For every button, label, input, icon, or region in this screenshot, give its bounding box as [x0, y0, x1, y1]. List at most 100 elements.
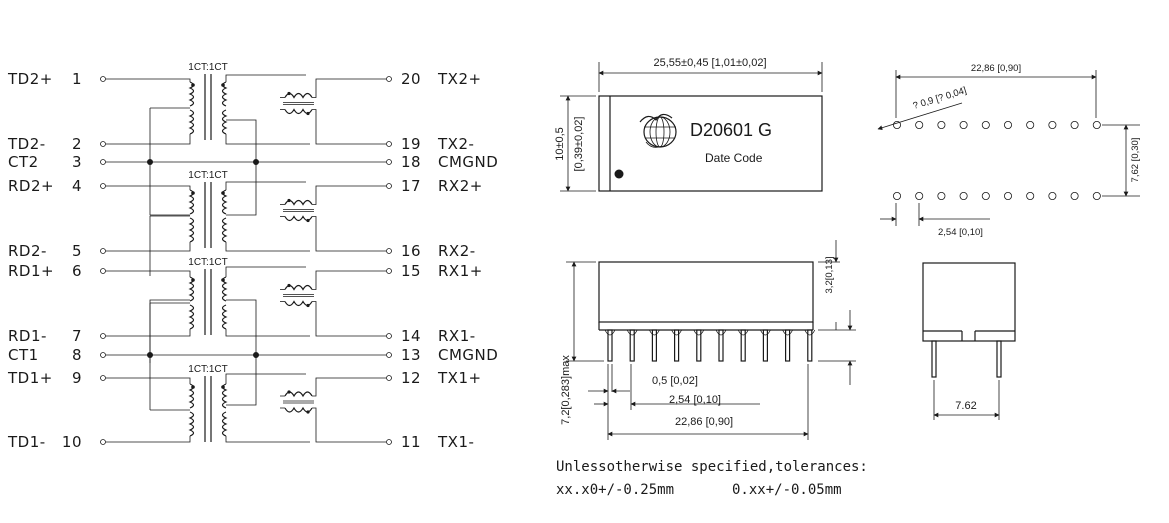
right-pin-number: 11 — [401, 433, 421, 451]
pin-hole — [981, 121, 990, 130]
turns-ratio-label: 1CT:1CT — [188, 62, 227, 73]
lead — [673, 329, 680, 362]
pin1-marker-dot — [614, 169, 624, 179]
left-terminal — [100, 248, 106, 254]
left-pin-name: RD2+ — [8, 177, 54, 195]
left-pin-number: 1 — [72, 70, 82, 88]
winding — [188, 411, 195, 437]
right-terminal — [386, 333, 392, 339]
right-pin-name: RX1+ — [438, 262, 483, 280]
right-pin-number: 17 — [401, 177, 421, 195]
right-pin-name: TX2+ — [437, 70, 482, 88]
left-pin-name: TD1+ — [7, 369, 53, 387]
right-pin-name: TX1- — [437, 433, 474, 451]
left-pin-number: 3 — [72, 153, 82, 171]
right-pin-name: TX1+ — [437, 369, 482, 387]
pin-holes — [893, 121, 1101, 200]
left-terminal — [100, 375, 106, 381]
right-terminal — [386, 248, 392, 254]
left-pin-name: TD2+ — [7, 70, 53, 88]
right-pin-number: 12 — [401, 369, 421, 387]
tolerance-notes: Unlessotherwise specified,tolerances: xx… — [556, 459, 868, 498]
winding — [188, 304, 195, 330]
left-terminal — [100, 76, 106, 82]
end-view: 7.62 — [922, 262, 1016, 420]
pin-hole — [1048, 121, 1057, 130]
hole-diameter-dim: ? 0,9 [? 0,04] — [912, 85, 968, 112]
turns-ratio-label: 1CT:1CT — [188, 257, 227, 268]
lead — [718, 329, 724, 362]
top-view-body — [598, 95, 823, 192]
left-terminal — [100, 333, 106, 339]
right-terminal — [386, 76, 392, 82]
left-pin-name: RD2- — [8, 242, 47, 260]
left-pin-number: 6 — [72, 262, 82, 280]
right-pin-name: CMGND — [438, 346, 498, 364]
left-pin-number: 2 — [72, 135, 82, 153]
manufacturer-logo-icon — [639, 113, 677, 148]
pin-hole — [959, 191, 968, 200]
left-pin-name: RD1+ — [8, 262, 54, 280]
left-pin-name: TD1- — [7, 433, 46, 451]
lead — [696, 329, 702, 362]
pin-hole — [1092, 121, 1101, 130]
lead — [629, 329, 635, 362]
right-pin-name: RX2- — [438, 242, 476, 260]
right-terminal — [386, 141, 392, 147]
lead — [607, 329, 613, 362]
winding — [221, 217, 228, 243]
left-pin-number: 8 — [72, 346, 82, 364]
pin-hole — [893, 121, 902, 130]
part-number: D20601 G — [690, 120, 772, 140]
left-pin-number: 7 — [72, 327, 82, 345]
lead — [762, 329, 769, 362]
end-width-dim: 7.62 — [955, 400, 976, 412]
left-pin-number: 5 — [72, 242, 82, 260]
side-max-height-dim: 7,2[0,283]max — [560, 355, 572, 425]
pin-hole — [1048, 191, 1057, 200]
pin-hole — [915, 121, 924, 130]
top-length-dim: 25,55±0,45 [1,01±0,02] — [654, 57, 767, 69]
right-pin-number: 19 — [401, 135, 421, 153]
left-terminal — [100, 439, 106, 445]
lead-width-dim: 0,5 [0,02] — [652, 375, 698, 387]
pin-hole — [937, 121, 946, 130]
pin-layout-view: 22,86 [0,90] ? 0,9 [? 0,04] 7,62 [0,30] … — [877, 63, 1141, 238]
side-leads — [604, 329, 816, 362]
left-terminal — [100, 352, 106, 358]
side-pitch-dim: 2,54 [0,10] — [669, 394, 721, 406]
side-view: 3,2[0,13] 7,2[0,283]max 0,5 [0,02] 2,54 … — [560, 240, 856, 440]
right-pin-number: 15 — [401, 262, 421, 280]
right-pin-name: CMGND — [438, 153, 498, 171]
pin-hole — [937, 191, 946, 200]
winding — [221, 304, 228, 330]
left-pin-name: TD2- — [7, 135, 46, 153]
left-pin-number: 9 — [72, 369, 82, 387]
right-terminal — [386, 159, 392, 165]
lead — [651, 329, 658, 362]
right-pin-name: RX2+ — [438, 177, 483, 195]
pin-hole — [915, 191, 924, 200]
left-pin-number: 4 — [72, 177, 82, 195]
top-height-dim-in: [0,39±0,02] — [573, 117, 585, 172]
pin-hole — [981, 191, 990, 200]
right-pin-name: RX1- — [438, 327, 476, 345]
right-pin-number: 20 — [401, 70, 421, 88]
right-terminal — [386, 352, 392, 358]
tolerance-note-line1: Unlessotherwise specified,tolerances: — [556, 459, 868, 475]
right-terminal — [386, 375, 392, 381]
date-code: Date Code — [705, 151, 763, 165]
right-pin-number: 18 — [401, 153, 421, 171]
right-pin-number: 16 — [401, 242, 421, 260]
tolerance-note-line2b: 0.xx+/-0.05mm — [732, 482, 842, 498]
pin-hole — [893, 191, 902, 200]
right-terminal — [386, 268, 392, 274]
side-view-body — [598, 261, 814, 323]
lead — [784, 329, 791, 362]
pin-hole — [1070, 191, 1079, 200]
top-height-dim-mm: 10±0,5 — [554, 127, 566, 161]
lead — [807, 329, 813, 362]
